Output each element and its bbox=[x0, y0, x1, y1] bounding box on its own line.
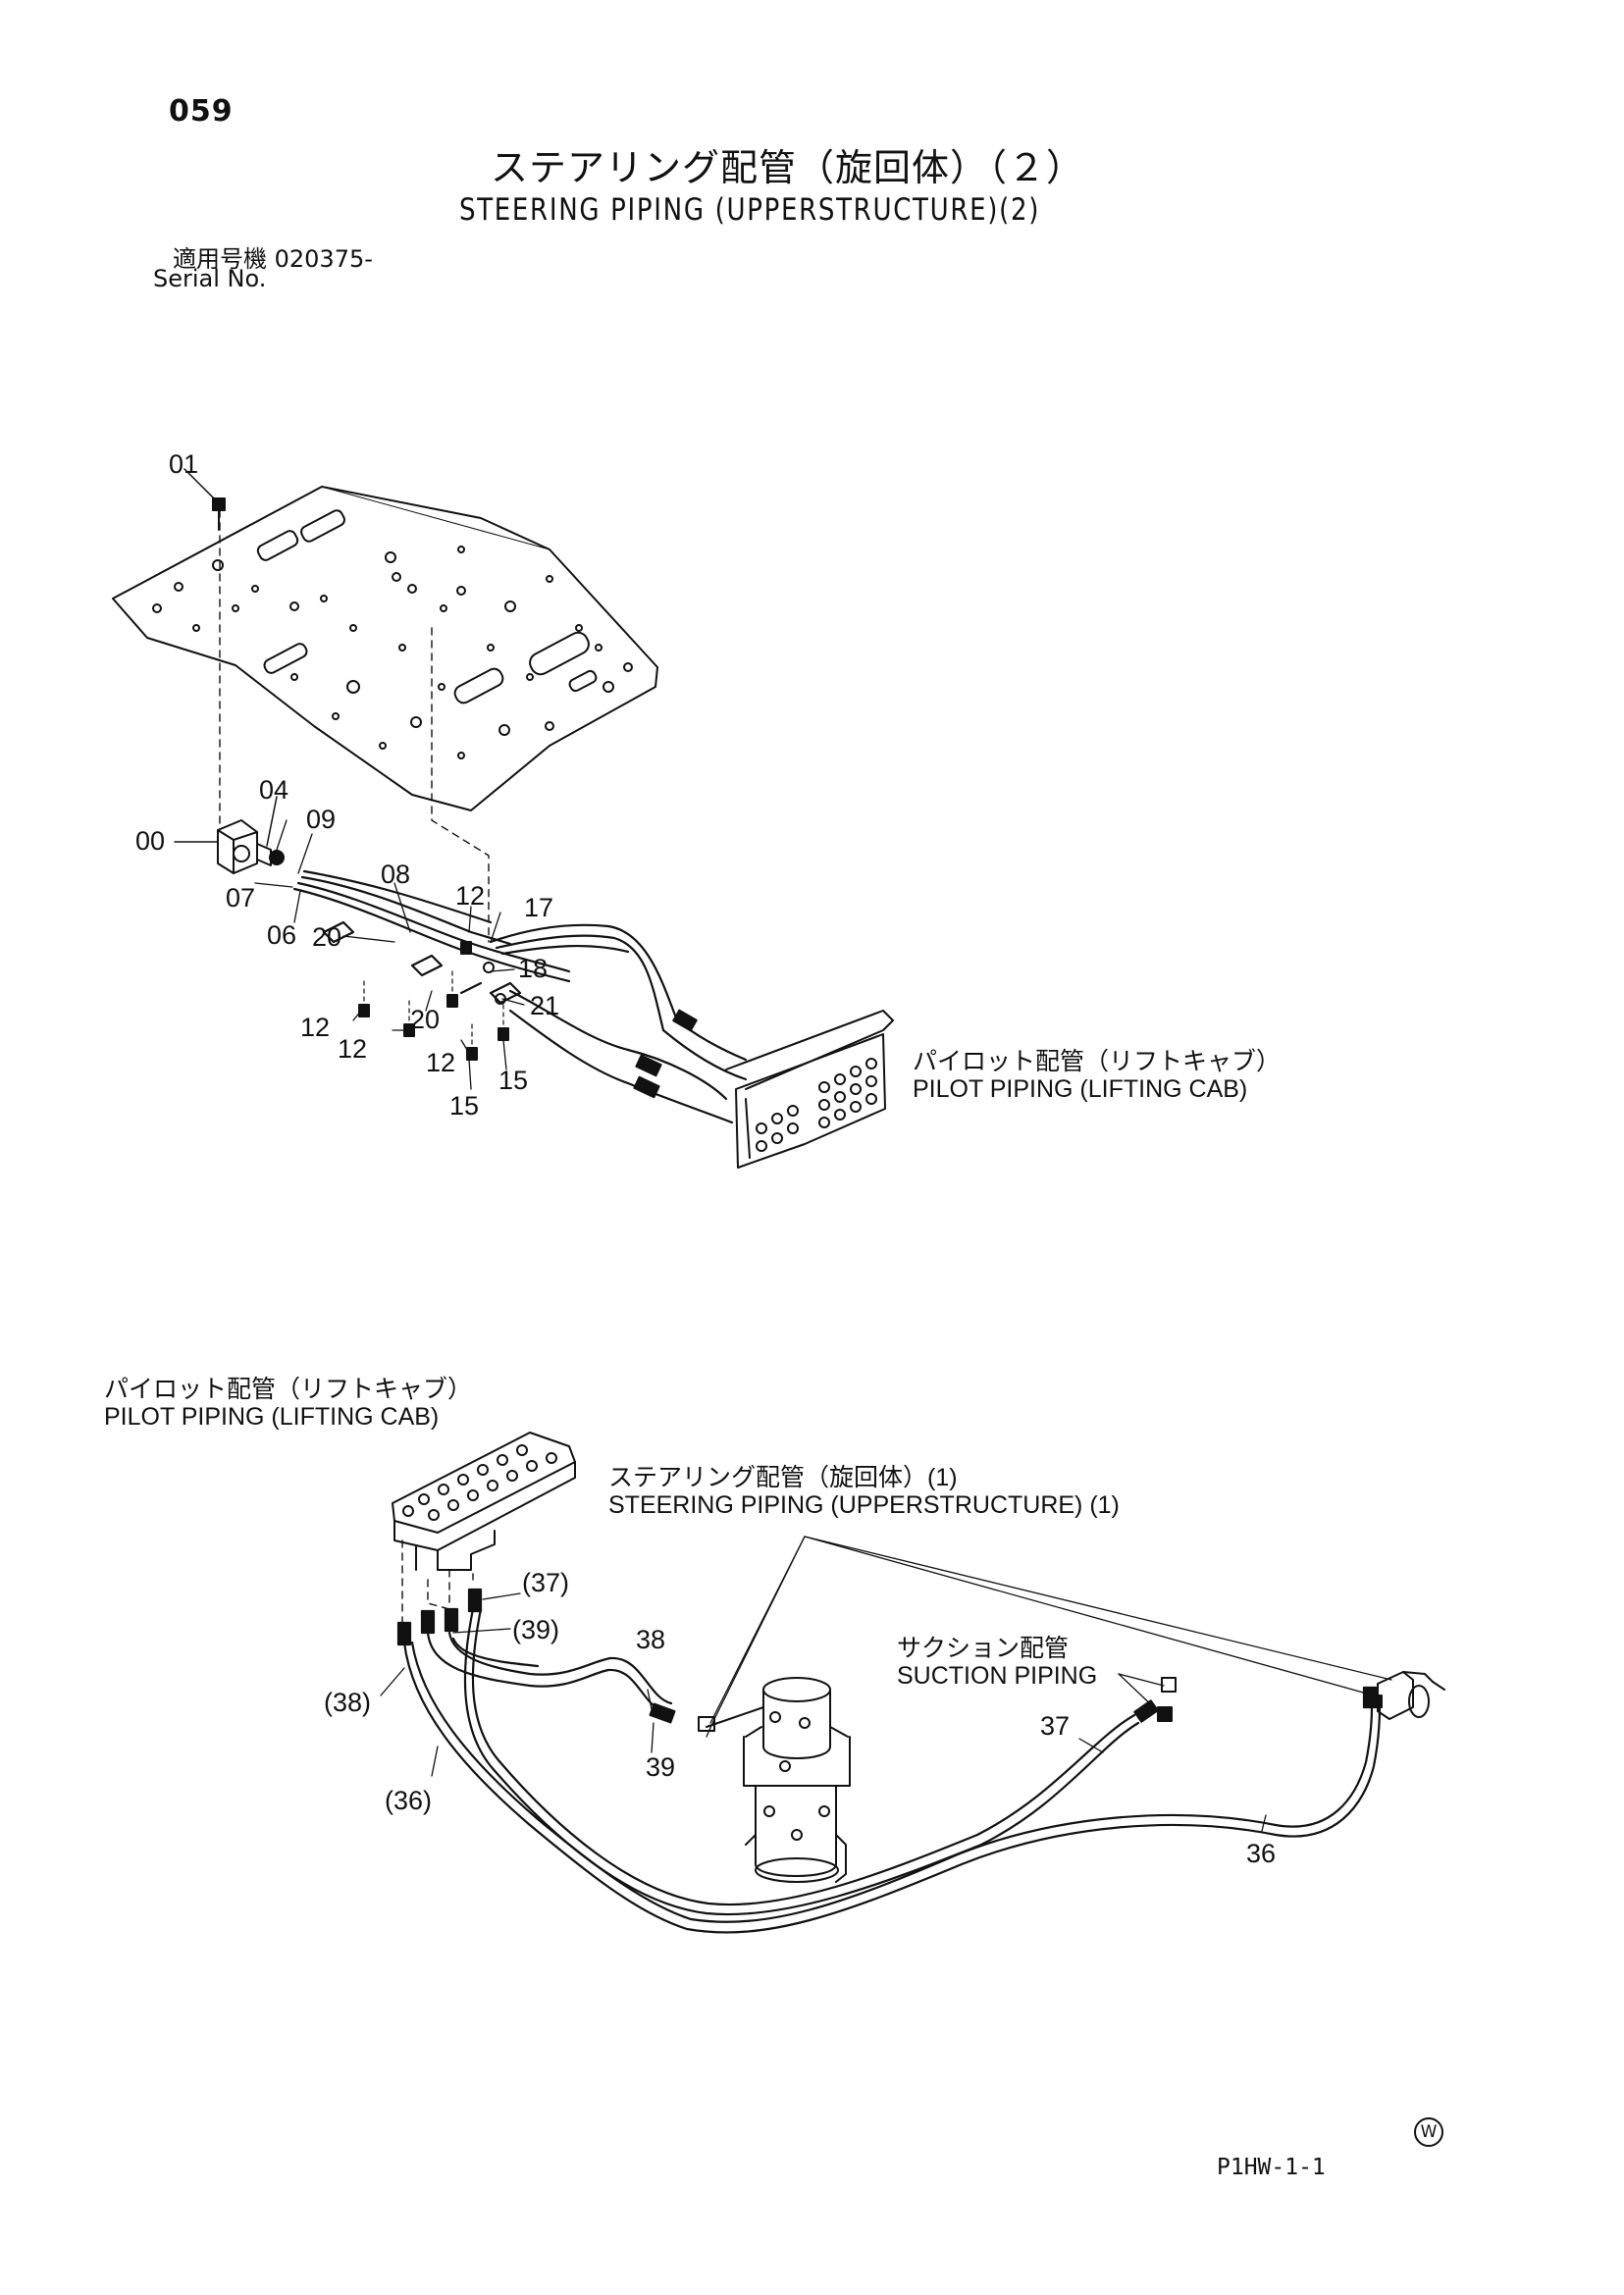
lower-projection-lines bbox=[401, 1539, 474, 1624]
page-title-en: STEERING PIPING (UPPERSTRUCTURE)(2) bbox=[459, 192, 1041, 228]
label-part-21: 21 bbox=[530, 991, 560, 1020]
floor-plate bbox=[112, 486, 658, 811]
document-code: P1HW-1-1 bbox=[1217, 2155, 1326, 2180]
label-part-36: 36 bbox=[1246, 1839, 1277, 1868]
lower-manifold bbox=[392, 1432, 576, 1571]
steering-valve bbox=[174, 796, 285, 874]
label-part-12-c: 12 bbox=[338, 1034, 368, 1064]
suction-piping-ref-en: SUCTION PIPING bbox=[897, 1662, 1098, 1690]
label-part-17: 17 bbox=[524, 893, 554, 922]
upper-hoses bbox=[292, 869, 748, 1124]
upper-pilot-piping-ref-en: PILOT PIPING (LIFTING CAB) bbox=[913, 1075, 1248, 1103]
projection-lines bbox=[219, 509, 490, 943]
label-part-04: 04 bbox=[259, 775, 289, 805]
upper-pilot-piping-ref-jp: パイロット配管（リフトキャブ） bbox=[913, 1048, 1282, 1075]
label-part-20-a: 20 bbox=[312, 922, 342, 952]
label-part-39-ref: (39) bbox=[512, 1615, 560, 1644]
upper-manifold bbox=[725, 1010, 894, 1169]
suction-piping-ref-jp: サクション配管 bbox=[897, 1635, 1070, 1662]
label-part-01: 01 bbox=[169, 449, 199, 479]
serial-number-en: Serial No. bbox=[153, 265, 267, 292]
bolt-01 bbox=[183, 468, 226, 531]
label-part-37: 37 bbox=[1040, 1711, 1071, 1741]
catalog-mark: W bbox=[1414, 2117, 1443, 2147]
label-part-20-b: 20 bbox=[410, 1005, 441, 1034]
label-part-09: 09 bbox=[306, 805, 337, 834]
serial-number-jp: 適用号機 020375- bbox=[173, 245, 373, 273]
label-part-15-a: 15 bbox=[498, 1066, 529, 1095]
label-part-08: 08 bbox=[381, 860, 411, 889]
label-part-12-d: 12 bbox=[426, 1048, 456, 1077]
label-part-00: 00 bbox=[135, 826, 166, 856]
page-title-jp: ステアリング配管（旋回体）（２） bbox=[491, 146, 1085, 189]
label-part-38-ref: (38) bbox=[324, 1688, 372, 1717]
upper-leaders bbox=[254, 819, 525, 1090]
label-part-39: 39 bbox=[646, 1752, 676, 1782]
label-part-38: 38 bbox=[636, 1625, 666, 1654]
label-part-37-ref: (37) bbox=[522, 1568, 570, 1597]
steering-piping-ref-jp: ステアリング配管（旋回体）(1) bbox=[608, 1464, 958, 1491]
lower-pilot-piping-ref-jp: パイロット配管（リフトキャブ） bbox=[104, 1376, 473, 1403]
page-number: 059 bbox=[169, 94, 234, 129]
label-part-18: 18 bbox=[518, 954, 549, 983]
steering-piping-ref-en: STEERING PIPING (UPPERSTRUCTURE) (1) bbox=[608, 1491, 1120, 1519]
lower-steering-valve bbox=[1371, 1671, 1445, 1720]
label-part-36-ref: (36) bbox=[385, 1786, 433, 1815]
upper-fasteners bbox=[358, 941, 509, 1061]
label-part-07: 07 bbox=[226, 883, 256, 913]
center-joint bbox=[698, 1677, 851, 1883]
label-part-06: 06 bbox=[267, 920, 297, 950]
lower-leaders bbox=[380, 1536, 1392, 1832]
label-part-12-b: 12 bbox=[300, 1013, 331, 1042]
label-part-12-a: 12 bbox=[455, 881, 486, 911]
label-part-15-b: 15 bbox=[449, 1091, 480, 1121]
lower-hoses bbox=[396, 1588, 1382, 1934]
lower-pilot-piping-ref-en: PILOT PIPING (LIFTING CAB) bbox=[104, 1403, 440, 1431]
